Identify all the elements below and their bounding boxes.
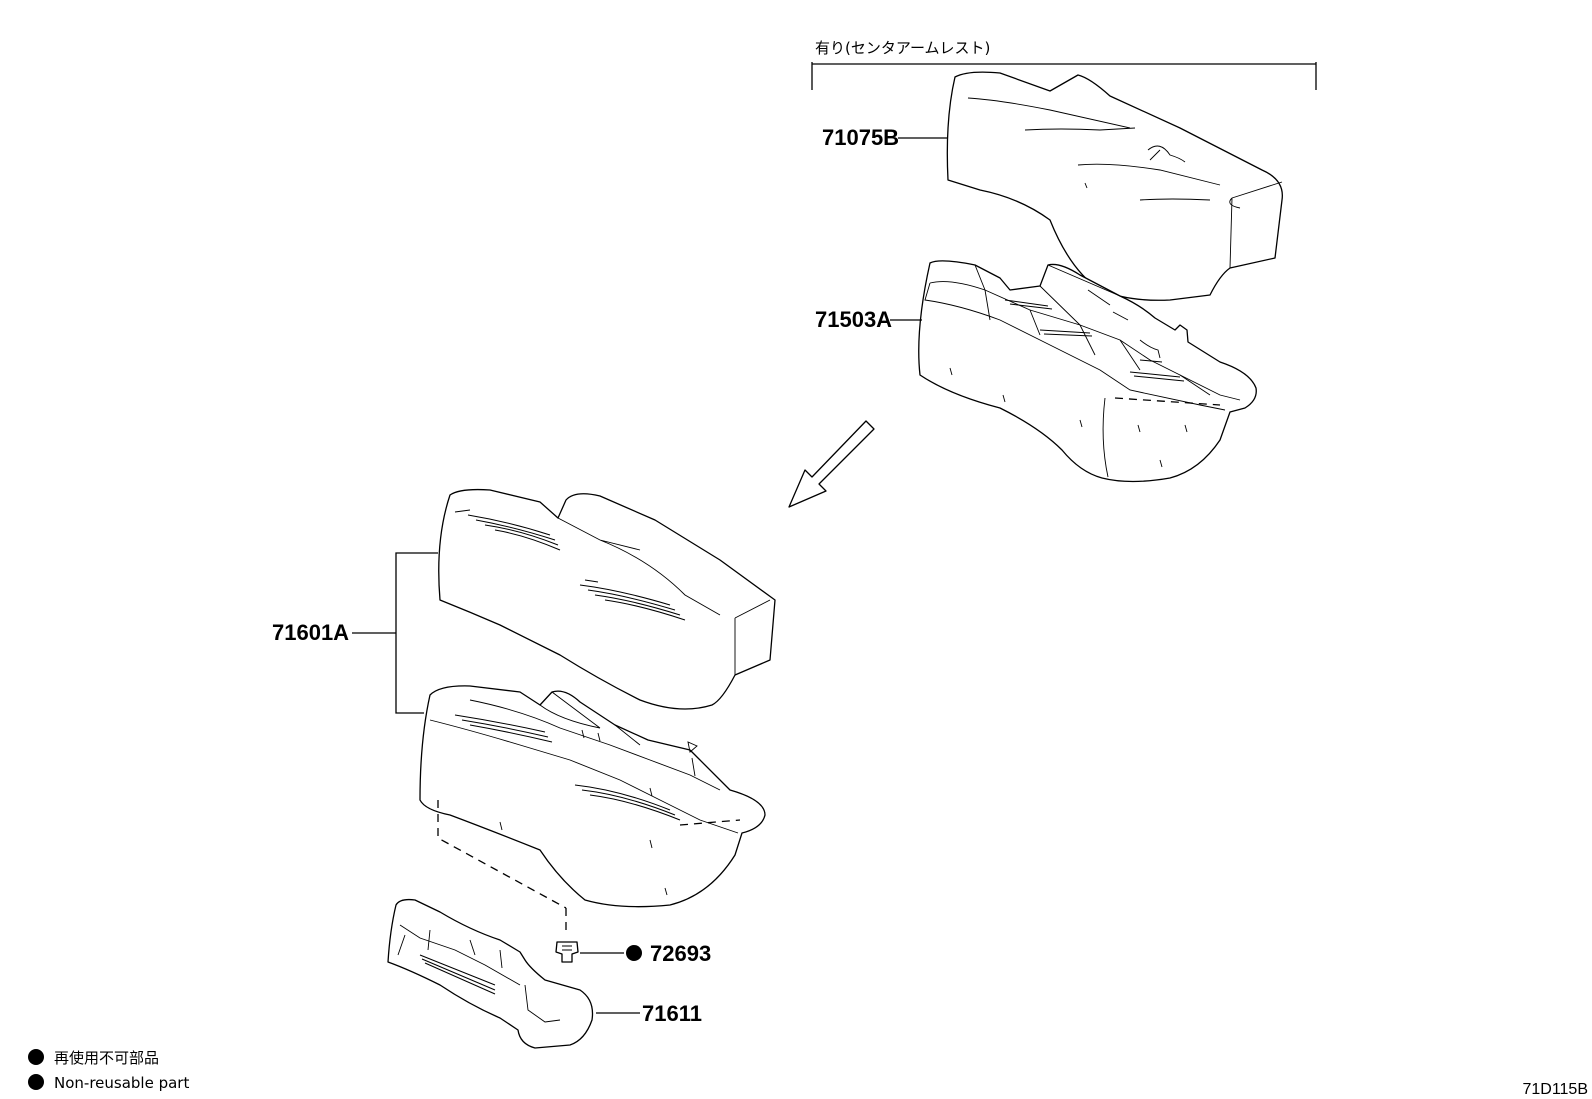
direction-arrow: [788, 420, 875, 508]
legend-marker-1: [28, 1049, 44, 1065]
part-label-71601a: 71601A: [272, 620, 349, 645]
part-label-72693: 72693: [650, 941, 711, 966]
legend: 再使用不可部品 Non-reusable part: [28, 1049, 189, 1092]
diagram-code: 71D115B: [1522, 1081, 1588, 1098]
seatback-cover-71075b: [898, 71, 1283, 301]
part-label-71503a: 71503A: [815, 307, 892, 332]
legend-line-2: Non-reusable part: [54, 1074, 189, 1092]
seat-cushion-cover-71503a: [890, 260, 1257, 483]
bracket-71601a: [395, 552, 438, 714]
part-label-71611: 71611: [642, 1001, 702, 1026]
legend-line-1: 再使用不可部品: [54, 1049, 159, 1067]
legend-marker-2: [28, 1074, 44, 1090]
armrest-caption: 有り(センタアームレスト): [815, 39, 990, 57]
clip-72693: [555, 941, 642, 963]
non-reusable-marker-72693: [626, 945, 642, 961]
part-label-71075b: 71075B: [822, 125, 899, 150]
seat-cushion-assembly-71601a: [419, 685, 766, 908]
seatback-assembly-71601a: [438, 488, 776, 710]
armrest-bracket: [811, 62, 1317, 90]
pad-71611: [387, 898, 640, 1049]
